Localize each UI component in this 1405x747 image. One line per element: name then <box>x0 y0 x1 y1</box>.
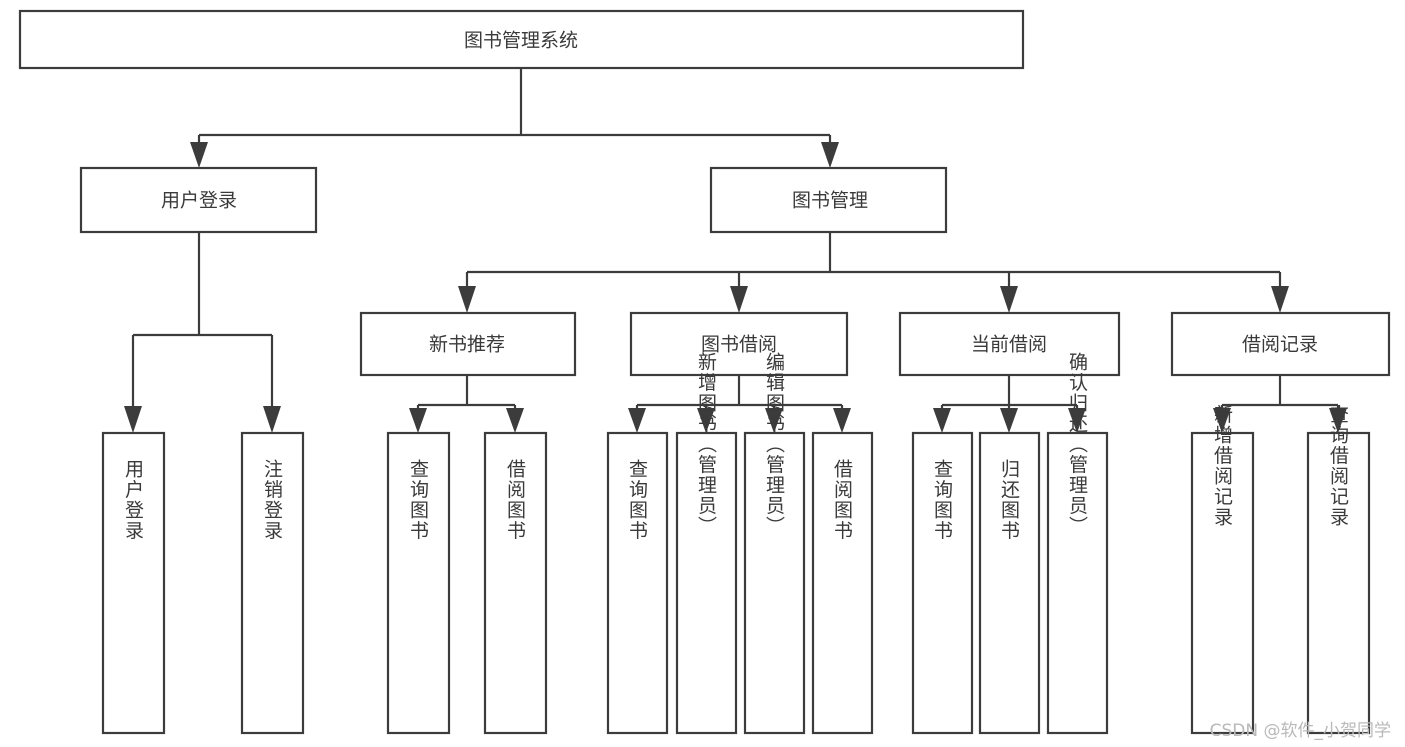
node-leaf-book-borrow-2-label: 新增图书（管理员） <box>695 351 717 536</box>
node-book-borrow-label: 图书借阅 <box>701 334 777 356</box>
node-leaf-book-borrow-4-box[interactable] <box>811 431 874 735</box>
node-current-borrow-box[interactable] <box>898 311 1121 377</box>
node-leaf-user-login-2-box[interactable] <box>240 431 305 735</box>
node-new-book-recommend[interactable]: 新书推荐 <box>359 311 577 377</box>
node-leaf-book-borrow-1-label: 查询图书 <box>626 459 648 541</box>
arrow-current-leaf-1 <box>933 408 951 433</box>
node-leaf-new-book-1[interactable]: 查询图书 <box>386 431 451 735</box>
arrow-borrow-leaf-1 <box>628 408 646 433</box>
node-leaf-book-borrow-4-label: 借阅图书 <box>831 459 853 541</box>
node-borrow-record[interactable]: 借阅记录 <box>1170 311 1391 377</box>
arrow-borrow-leaf-3 <box>765 408 783 433</box>
node-leaf-current-borrow-1-box[interactable] <box>911 431 974 735</box>
arrow-newbook-leaf-2 <box>506 408 524 433</box>
arrow-bookmanage-to-newbook <box>458 286 476 313</box>
node-book-manage-label: 图书管理 <box>792 190 868 212</box>
node-new-book-recommend-box[interactable] <box>359 311 577 377</box>
node-borrow-record-box[interactable] <box>1170 311 1391 377</box>
arrow-borrow-leaf-4 <box>833 408 851 433</box>
node-leaf-book-borrow-4[interactable]: 借阅图书 <box>811 431 874 735</box>
arrow-bookmanage-to-record <box>1271 286 1289 313</box>
node-leaf-borrow-record-2-label: 查询借阅记录 <box>1327 404 1349 527</box>
node-leaf-user-login-2[interactable]: 注销登录 <box>240 431 305 735</box>
node-leaf-new-book-2[interactable]: 借阅图书 <box>483 431 548 735</box>
node-root-box[interactable] <box>18 9 1025 70</box>
watermark-credit: CSDN @软件_小贺同学 <box>1209 721 1391 741</box>
arrow-borrow-leaf-2 <box>697 408 715 433</box>
node-root[interactable]: 图书管理系统 <box>18 9 1025 70</box>
node-user-login[interactable]: 用户登录 <box>79 166 318 234</box>
node-leaf-book-borrow-3-label: 编辑图书（管理员） <box>763 351 785 536</box>
node-leaf-book-borrow-2[interactable]: 新增图书（管理员） <box>675 351 738 735</box>
arrow-bookmanage-to-current <box>1000 286 1018 313</box>
node-book-manage[interactable]: 图书管理 <box>709 166 948 234</box>
node-leaf-user-login-1-label: 用户登录 <box>122 459 144 541</box>
node-book-borrow[interactable]: 图书借阅 <box>629 311 849 377</box>
arrow-record-leaf-1 <box>1213 408 1231 433</box>
node-leaf-current-borrow-2[interactable]: 归还图书 <box>978 431 1041 735</box>
arrow-newbook-leaf-1 <box>409 408 427 433</box>
node-leaf-book-borrow-2-box[interactable] <box>675 431 738 735</box>
node-leaf-current-borrow-1-label: 查询图书 <box>931 459 953 541</box>
node-leaf-book-borrow-3[interactable]: 编辑图书（管理员） <box>743 351 806 735</box>
node-leaf-current-borrow-3-label: 确认归还（管理员） <box>1066 351 1088 536</box>
arrow-bookmanage-to-borrow <box>730 286 748 313</box>
node-leaf-borrow-record-1-box[interactable] <box>1190 431 1255 735</box>
node-leaf-new-book-2-box[interactable] <box>483 431 548 735</box>
node-leaf-user-login-1-box[interactable] <box>101 431 166 735</box>
node-leaf-new-book-1-box[interactable] <box>386 431 451 735</box>
arrow-userlogin-leaf-2 <box>263 406 281 433</box>
node-borrow-record-label: 借阅记录 <box>1242 334 1318 356</box>
node-root-label: 图书管理系统 <box>464 30 578 52</box>
arrow-current-leaf-2 <box>1000 408 1018 433</box>
node-leaf-current-borrow-2-label: 归还图书 <box>998 459 1020 541</box>
node-leaf-borrow-record-2[interactable]: 查询借阅记录 <box>1306 404 1371 735</box>
arrow-root-to-user-login <box>190 142 208 168</box>
node-current-borrow-label: 当前借阅 <box>971 334 1047 356</box>
node-leaf-new-book-1-label: 查询图书 <box>407 459 429 541</box>
node-leaf-current-borrow-1[interactable]: 查询图书 <box>911 431 974 735</box>
node-user-login-box[interactable] <box>79 166 318 234</box>
node-leaf-borrow-record-1[interactable]: 新增借阅记录 <box>1190 404 1255 735</box>
arrow-root-to-book-manage <box>821 142 839 168</box>
arrow-record-leaf-2 <box>1329 408 1347 433</box>
node-current-borrow[interactable]: 当前借阅 <box>898 311 1121 377</box>
node-user-login-label: 用户登录 <box>161 190 237 212</box>
arrow-userlogin-leaf-1 <box>124 406 142 433</box>
arrow-current-leaf-3 <box>1068 408 1086 433</box>
node-leaf-user-login-1[interactable]: 用户登录 <box>101 431 166 735</box>
node-leaf-borrow-record-1-label: 新增借阅记录 <box>1211 404 1233 527</box>
node-leaf-new-book-2-label: 借阅图书 <box>504 459 526 541</box>
node-leaf-current-borrow-2-box[interactable] <box>978 431 1041 735</box>
node-book-manage-box[interactable] <box>709 166 948 234</box>
node-leaf-current-borrow-3[interactable]: 确认归还（管理员） <box>1046 351 1109 735</box>
node-leaf-book-borrow-1-box[interactable] <box>606 431 669 735</box>
node-leaf-user-login-2-label: 注销登录 <box>261 459 283 541</box>
node-leaf-current-borrow-3-box[interactable] <box>1046 431 1109 735</box>
edges-layer <box>124 68 1347 433</box>
node-leaf-book-borrow-3-box[interactable] <box>743 431 806 735</box>
node-leaf-book-borrow-1[interactable]: 查询图书 <box>606 431 669 735</box>
node-book-borrow-box[interactable] <box>629 311 849 377</box>
node-leaf-borrow-record-2-box[interactable] <box>1306 431 1371 735</box>
node-new-book-recommend-label: 新书推荐 <box>429 334 505 356</box>
